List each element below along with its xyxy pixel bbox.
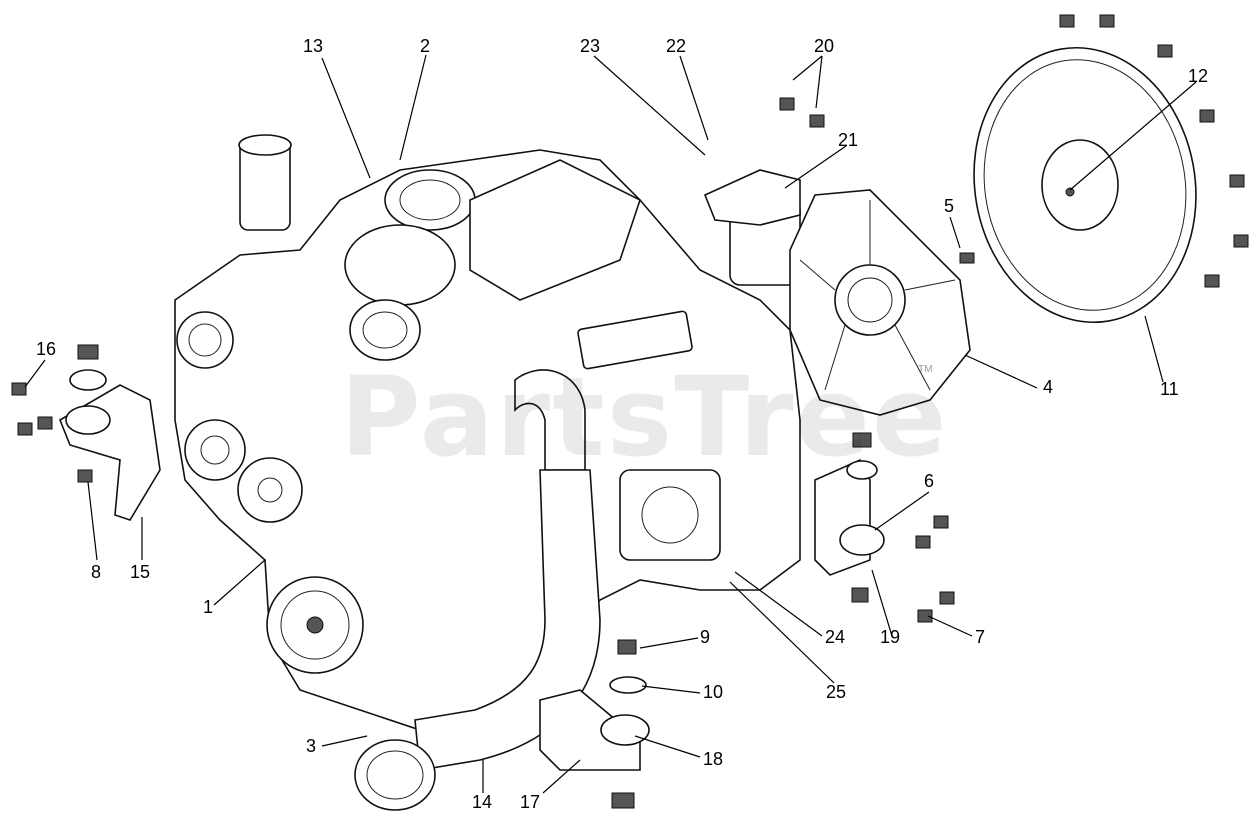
callout-12: 12 xyxy=(1188,66,1208,86)
callout-10: 10 xyxy=(703,682,723,702)
callout-labels: 13 2 23 22 20 21 12 5 4 11 6 7 19 16 8 1… xyxy=(36,36,1208,812)
callout-2: 2 xyxy=(420,36,430,56)
callout-5: 5 xyxy=(944,196,954,216)
mount-front-left xyxy=(59,344,161,521)
callout-6: 6 xyxy=(924,471,934,491)
watermark-text: PartsTree xyxy=(340,353,949,481)
mount-rear-left xyxy=(539,639,650,809)
callout-14: 14 xyxy=(472,792,492,812)
callout-17: 17 xyxy=(520,792,540,812)
callout-4: 4 xyxy=(1043,377,1053,397)
callout-16: 16 xyxy=(36,339,56,359)
engine-assembly xyxy=(174,134,801,811)
flex-plate xyxy=(973,46,1197,324)
leader-lines xyxy=(24,54,1197,794)
callout-15: 15 xyxy=(130,562,150,582)
callout-1: 1 xyxy=(203,597,213,617)
callout-23: 23 xyxy=(580,36,600,56)
callout-7: 7 xyxy=(975,627,985,647)
callout-24: 24 xyxy=(825,627,845,647)
mount-rear-right xyxy=(814,432,885,576)
bolt-set xyxy=(11,14,1249,623)
callout-8: 8 xyxy=(91,562,101,582)
trademark-mark: TM xyxy=(918,364,932,375)
callout-9: 9 xyxy=(700,627,710,647)
callout-13: 13 xyxy=(303,36,323,56)
callout-18: 18 xyxy=(703,749,723,769)
callout-25: 25 xyxy=(826,682,846,702)
callout-21: 21 xyxy=(838,130,858,150)
flywheel-housing xyxy=(789,189,971,416)
callout-11: 11 xyxy=(1160,379,1179,399)
callout-3: 3 xyxy=(306,736,316,756)
callout-22: 22 xyxy=(666,36,686,56)
callout-20: 20 xyxy=(814,36,834,56)
callout-19: 19 xyxy=(880,627,900,647)
